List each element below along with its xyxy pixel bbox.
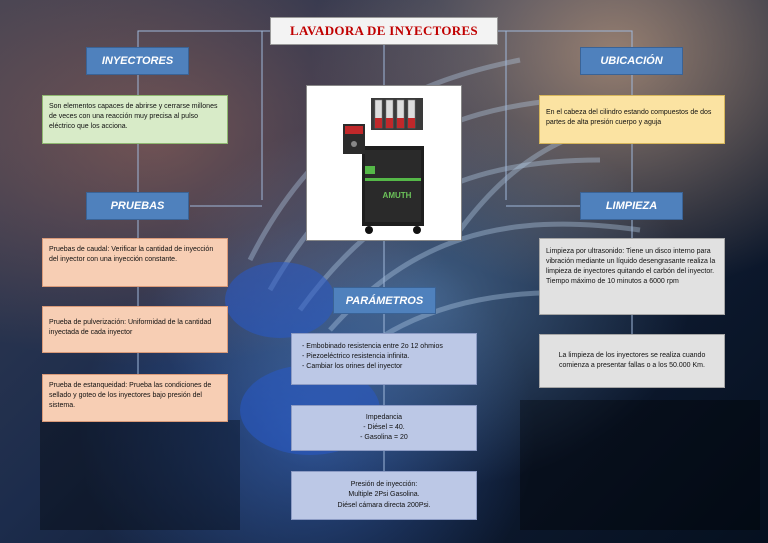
prueba-caudal-box: Pruebas de caudal: Verificar la cantidad… bbox=[42, 238, 228, 287]
presion-title: Presión de inyección: bbox=[350, 481, 418, 489]
presion-line: Multiple 2Psi Gasolina. bbox=[348, 491, 420, 499]
pruebas-header: PRUEBAS bbox=[86, 192, 189, 220]
limpieza-ultrasonido-box: Limpieza por ultrasonido: Tiene un disco… bbox=[539, 238, 725, 315]
prueba-pulverizacion-text: Prueba de pulverización: Uniformidad de … bbox=[49, 319, 212, 337]
impedancia-box: Impedancia - Diésel = 40. - Gasolina = 2… bbox=[291, 405, 477, 451]
parametros-list-box: Embobinado resistencia entre 2o 12 ohmio… bbox=[291, 333, 477, 385]
prueba-pulverizacion-box: Prueba de pulverización: Uniformidad de … bbox=[42, 306, 228, 353]
prueba-estanqueidad-box: Prueba de estanqueidad: Prueba las condi… bbox=[42, 374, 228, 422]
parametros-list-item: Embobinado resistencia entre 2o 12 ohmio… bbox=[302, 342, 470, 352]
parametros-list: Embobinado resistencia entre 2o 12 ohmio… bbox=[298, 342, 470, 372]
limpieza-intervalo-text: La limpieza de los inyectores se realiza… bbox=[558, 351, 706, 369]
impedancia-line: - Gasolina = 20 bbox=[360, 434, 408, 442]
limpieza-ultrasonido-text: Limpieza por ultrasonido: Tiene un disco… bbox=[546, 248, 716, 286]
title-box: LAVADORA DE INYECTORES bbox=[270, 17, 498, 45]
pruebas-header-label: PRUEBAS bbox=[110, 200, 165, 212]
injector-cleaner-image: AMUTH bbox=[306, 85, 462, 241]
inyectores-text-box: Son elementos capaces de abrirse y cerra… bbox=[42, 95, 228, 144]
impedancia-line: - Diésel = 40. bbox=[363, 423, 405, 431]
injector-cleaner-machine-icon: AMUTH bbox=[343, 98, 424, 234]
inyectores-header-label: INYECTORES bbox=[101, 55, 174, 67]
limpieza-header: LIMPIEZA bbox=[580, 192, 683, 220]
parametros-list-item: Piezoeléctrico resistencia infinita. bbox=[302, 352, 470, 362]
prueba-caudal-text: Pruebas de caudal: Verificar la cantidad… bbox=[49, 246, 214, 264]
inyectores-header: INYECTORES bbox=[86, 47, 189, 75]
presion-line: Diésel cámara directa 200Psi. bbox=[337, 501, 431, 509]
limpieza-intervalo-box: La limpieza de los inyectores se realiza… bbox=[539, 334, 725, 388]
ubicacion-header-label: UBICACIÓN bbox=[600, 55, 663, 67]
inyectores-text: Son elementos capaces de abrirse y cerra… bbox=[49, 103, 218, 131]
machine-brand-label: AMUTH bbox=[383, 191, 412, 200]
parametros-list-item: Cambiar los orines del inyector bbox=[302, 362, 470, 372]
presion-box: Presión de inyección: Multiple 2Psi Gaso… bbox=[291, 471, 477, 520]
impedancia-title: Impedancia bbox=[365, 413, 403, 421]
page-title: LAVADORA DE INYECTORES bbox=[290, 23, 478, 38]
ubicacion-header: UBICACIÓN bbox=[580, 47, 683, 75]
limpieza-header-label: LIMPIEZA bbox=[605, 200, 658, 212]
parametros-header: PARÁMETROS bbox=[333, 287, 436, 314]
ubicacion-text: En el cabeza del cilindro estando compue… bbox=[546, 109, 712, 127]
parametros-header-label: PARÁMETROS bbox=[345, 294, 424, 307]
ubicacion-text-box: En el cabeza del cilindro estando compue… bbox=[539, 95, 725, 144]
prueba-estanqueidad-text: Prueba de estanqueidad: Prueba las condi… bbox=[49, 382, 212, 410]
